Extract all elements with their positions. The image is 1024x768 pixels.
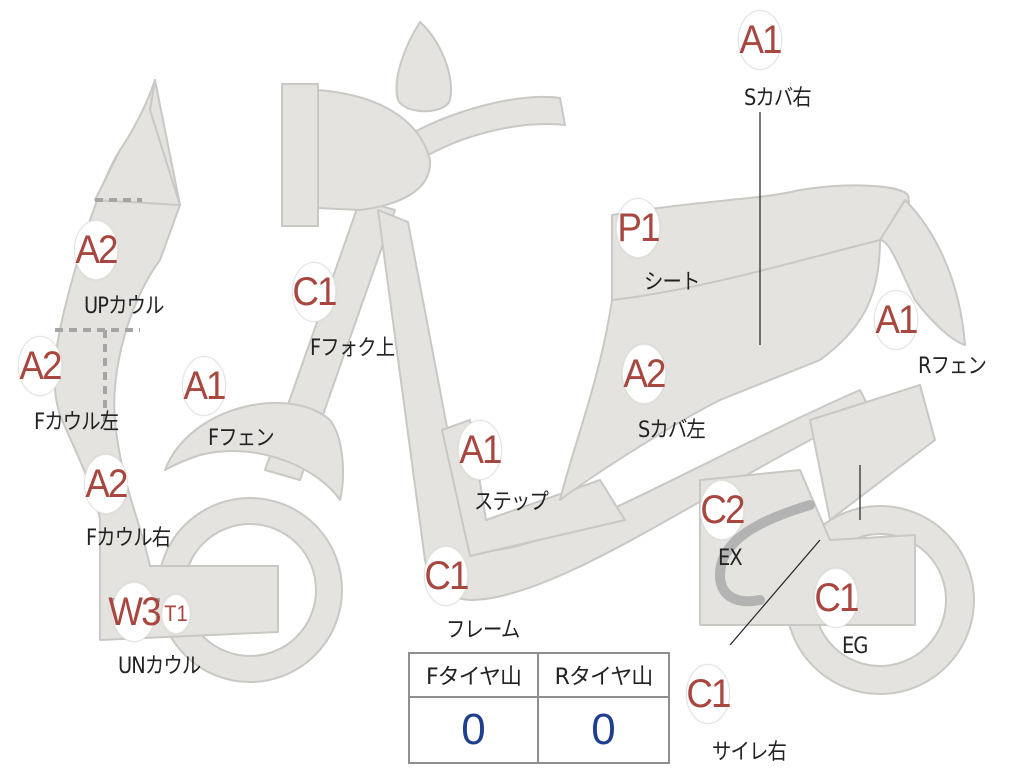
floor-board: [441, 419, 626, 557]
part-label-front-cowl-right: Fカウル右: [86, 526, 171, 551]
headlight: [281, 83, 319, 227]
part-label-under-cowl: UNカウル: [118, 654, 201, 679]
engine-block: [699, 469, 916, 626]
front-tread-value: 0: [410, 698, 539, 762]
grade-badge-upper-cowl: A2: [73, 220, 119, 280]
part-label-side-cover-left: Sカバ左: [638, 418, 706, 443]
tire-tread-table: Fタイヤ山 Rタイヤ山 0 0: [408, 652, 670, 764]
part-label-frame: フレーム: [446, 618, 520, 643]
part-label-front-fender: Fフェン: [208, 426, 275, 451]
grade-badge-front-cowl-left: A2: [17, 336, 63, 396]
rear-fender-shape: [879, 199, 966, 346]
grade-badge-seat: P1: [615, 198, 661, 258]
part-label-front-cowl-left: Fカウル左: [34, 410, 119, 435]
part-label-seat: シート: [644, 270, 700, 295]
front-tread-header: Fタイヤ山: [410, 654, 539, 698]
grade-badge-front-cowl-right: A2: [83, 454, 129, 514]
rear-tread-value: 0: [591, 705, 616, 754]
grade-badge-step: A1: [457, 420, 503, 480]
part-label-side-cover-right: Sカバ右: [744, 86, 812, 111]
part-label-rear-fender: Rフェン: [918, 354, 987, 379]
grade-badge-exhaust: C2: [699, 480, 746, 540]
part-label-upper-cowl: UPカウル: [84, 294, 164, 319]
grade-badge-rear-fender: A1: [873, 290, 919, 350]
muffler-shape: [809, 384, 936, 521]
grade-badge-engine: C1: [813, 568, 860, 628]
grade-badge-front-fender: A1: [181, 356, 227, 416]
part-label-step: ステップ: [474, 490, 549, 515]
grade-badge-side-cover-right: A1: [737, 10, 783, 70]
body-side-cover: [559, 239, 881, 501]
part-label-front-fork-upper: Fフォク上: [310, 336, 395, 361]
part-label-exhaust: EX: [718, 546, 743, 571]
grade-badge-side-cover-left: A2: [621, 344, 667, 404]
grade-badge-frame: C1: [423, 546, 470, 606]
grade-badge-front-fork-upper: C1: [291, 262, 338, 322]
part-label-muffler-right: サイレ右: [712, 740, 787, 765]
grade-badge-under-cowl: W3: [108, 582, 162, 642]
grade-badge-under-cowl-extra: T1: [161, 594, 191, 634]
grade-badge-muffler-right: C1: [685, 664, 732, 724]
rear-tread-header: Rタイヤ山: [539, 654, 668, 698]
mirror: [395, 21, 452, 113]
front-fender-shape: [164, 401, 344, 501]
part-label-engine: EG: [842, 634, 868, 659]
